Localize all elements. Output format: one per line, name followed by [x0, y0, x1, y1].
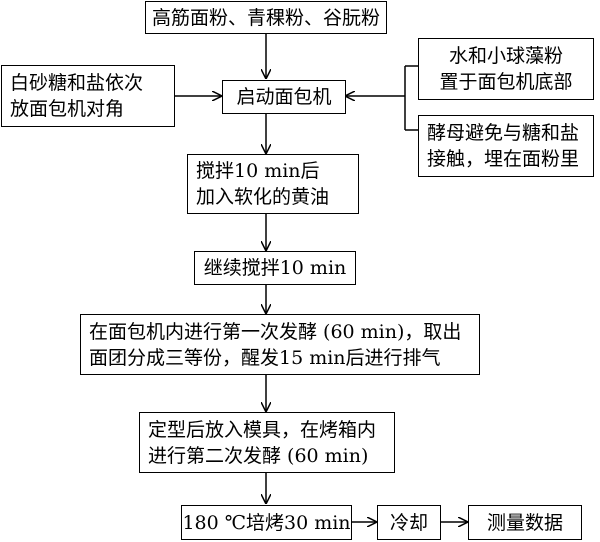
yeast-box: 酵母避免与糖和盐 接触，埋在面粉里: [418, 115, 594, 177]
bake-text: 180 ℃培烤30 min: [182, 511, 351, 534]
ferment2-line1: 定型后放入模具，在烤箱内: [148, 418, 377, 441]
sugar-salt-line2: 放面包机对角: [10, 98, 125, 120]
measure-box: 测量数据: [468, 505, 582, 540]
ferment1-line1: 在面包机内进行第一次发酵 (60 min)，取出: [89, 320, 462, 343]
bake-box: 180 ℃培烤30 min: [181, 505, 352, 540]
water-chlorella-line1: 水和小球藻粉: [448, 45, 563, 67]
ferment1-box: 在面包机内进行第一次发酵 (60 min)，取出 面团分成三等份，醒发15 mi…: [80, 314, 480, 375]
ingredients-box: 高筋面粉、青稞粉、谷朊粉: [145, 1, 387, 34]
yeast-line1: 酵母避免与糖和盐: [427, 122, 580, 144]
ingredients-text: 高筋面粉、青稞粉、谷朊粉: [151, 6, 380, 29]
sugar-salt-line1: 白砂糖和盐依次: [10, 72, 144, 94]
measure-text: 测量数据: [486, 511, 563, 534]
water-chlorella-line2: 置于面包机底部: [439, 71, 573, 93]
ferment1-line2: 面团分成三等份，醒发15 min后进行排气: [89, 346, 441, 369]
ferment2-line2: 进行第二次发酵 (60 min): [148, 444, 369, 467]
cool-text: 冷却: [389, 511, 428, 534]
sugar-salt-box: 白砂糖和盐依次 放面包机对角: [1, 65, 175, 127]
stir2-text: 继续搅拌10 min: [203, 257, 347, 279]
ferment2-box: 定型后放入模具，在烤箱内 进行第二次发酵 (60 min): [139, 412, 395, 473]
water-chlorella-box: 水和小球藻粉 置于面包机底部: [418, 38, 594, 100]
stir1-box: 搅拌10 min后 加入软化的黄油: [187, 154, 359, 214]
start-machine-text: 启动面包机: [236, 86, 332, 108]
start-machine-box: 启动面包机: [222, 80, 346, 114]
stir2-box: 继续搅拌10 min: [194, 251, 356, 285]
cool-box: 冷却: [377, 505, 441, 540]
stir1-line2: 加入软化的黄油: [196, 186, 330, 208]
stir1-line1: 搅拌10 min后: [196, 160, 320, 182]
yeast-line2: 接触，埋在面粉里: [427, 148, 580, 170]
